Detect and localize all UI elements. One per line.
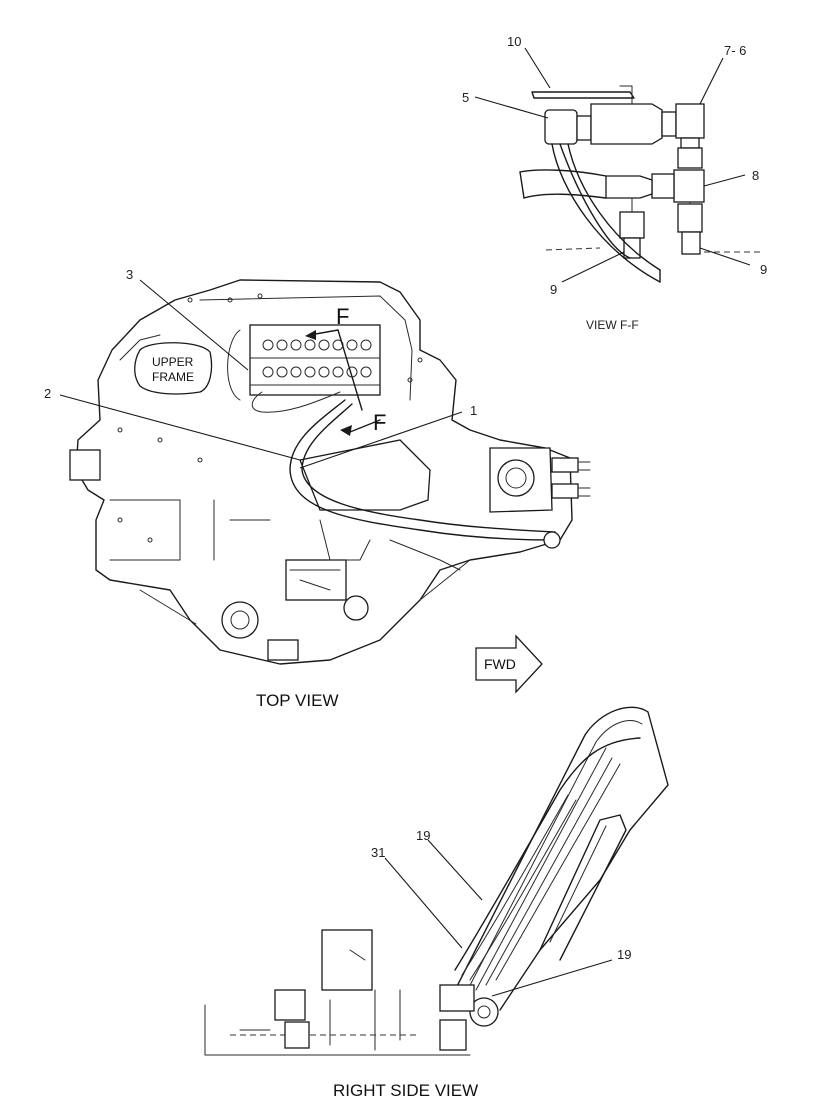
hose-assembly — [289, 399, 556, 541]
top-view-leaders — [59, 279, 463, 469]
upper-frame-area — [134, 342, 213, 395]
view-ff-caption: VIEW F-F — [586, 318, 639, 332]
fwd-label: FWD — [484, 656, 516, 672]
callout-31: 31 — [371, 845, 385, 860]
tee-fitting-7-6 — [675, 103, 705, 139]
right-side-view-drawing — [204, 706, 669, 1056]
upper-frame-label-line1: UPPER — [152, 355, 194, 369]
right-side-leaders — [384, 839, 613, 997]
callout-1: 1 — [470, 403, 477, 418]
callout-9-left: 9 — [550, 282, 557, 297]
boom-hoses — [454, 737, 641, 971]
callout-19-upper: 19 — [416, 828, 430, 843]
fwd-arrow — [475, 634, 543, 694]
callout-8: 8 — [752, 168, 759, 183]
boom — [449, 706, 669, 1011]
top-view-caption: TOP VIEW — [256, 691, 339, 710]
right-side-view-caption: RIGHT SIDE VIEW — [333, 1081, 478, 1100]
top-view-drawing: UPPER FRAME F F — [69, 279, 591, 665]
view-ff-detail — [519, 85, 760, 283]
callout-10: 10 — [507, 34, 521, 49]
tee-fitting-8 — [673, 169, 705, 203]
callout-5: 5 — [462, 90, 469, 105]
upper-frame-label-line2: FRAME — [152, 370, 194, 384]
elbow-fitting-5 — [544, 109, 578, 145]
view-ff-leaders — [474, 47, 751, 283]
section-mark-f-upper: F — [336, 304, 349, 329]
section-mark-f-lower: F — [373, 410, 386, 435]
callout-3: 3 — [126, 267, 133, 282]
callout-9-right: 9 — [760, 262, 767, 277]
callout-2: 2 — [44, 386, 51, 401]
callout-7-6: 7- 6 — [724, 43, 746, 58]
callout-19-lower: 19 — [617, 947, 631, 962]
